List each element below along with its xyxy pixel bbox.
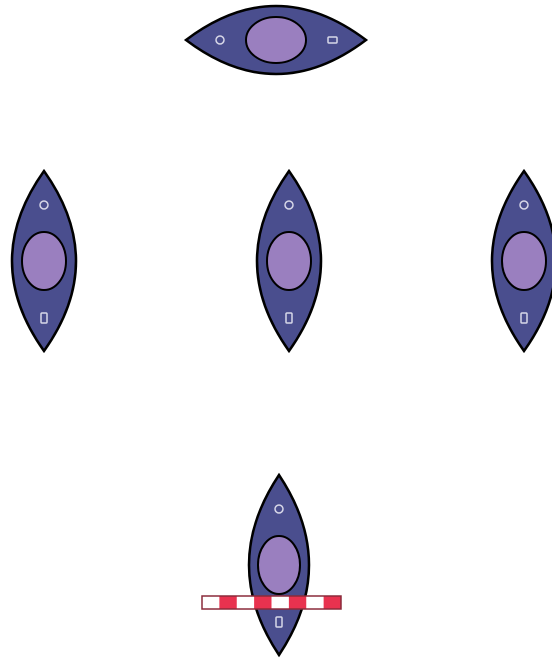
kayak-cockpit (502, 232, 546, 290)
kayak-middle-right (492, 171, 552, 351)
paddle (202, 596, 341, 609)
kayak-top (186, 6, 366, 74)
kayak-cockpit (246, 17, 306, 63)
kayak-middle-center (257, 171, 321, 351)
kayak-bow-hatch (40, 201, 48, 209)
kayak-stern-hatch (521, 313, 527, 323)
kayak-stern-hatch (328, 37, 337, 43)
kayak-cockpit (258, 536, 300, 594)
paddle-stripe (289, 596, 306, 609)
kayak-cockpit (22, 232, 66, 290)
kayak-bow-hatch (275, 505, 283, 513)
kayak-bow-hatch (216, 36, 224, 44)
kayak-stern-hatch (276, 617, 282, 627)
kayak-cockpit (267, 232, 311, 290)
kayak-stern-hatch (286, 313, 292, 323)
kayak-bow-hatch (285, 201, 293, 209)
kayak-middle-left (12, 171, 76, 351)
kayak-bottom (202, 475, 341, 655)
kayak-bow-hatch (520, 201, 528, 209)
kayak-stern-hatch (41, 313, 47, 323)
paddle-stripe (219, 596, 236, 609)
paddle-stripe (324, 596, 341, 609)
paddle-stripe (254, 596, 271, 609)
